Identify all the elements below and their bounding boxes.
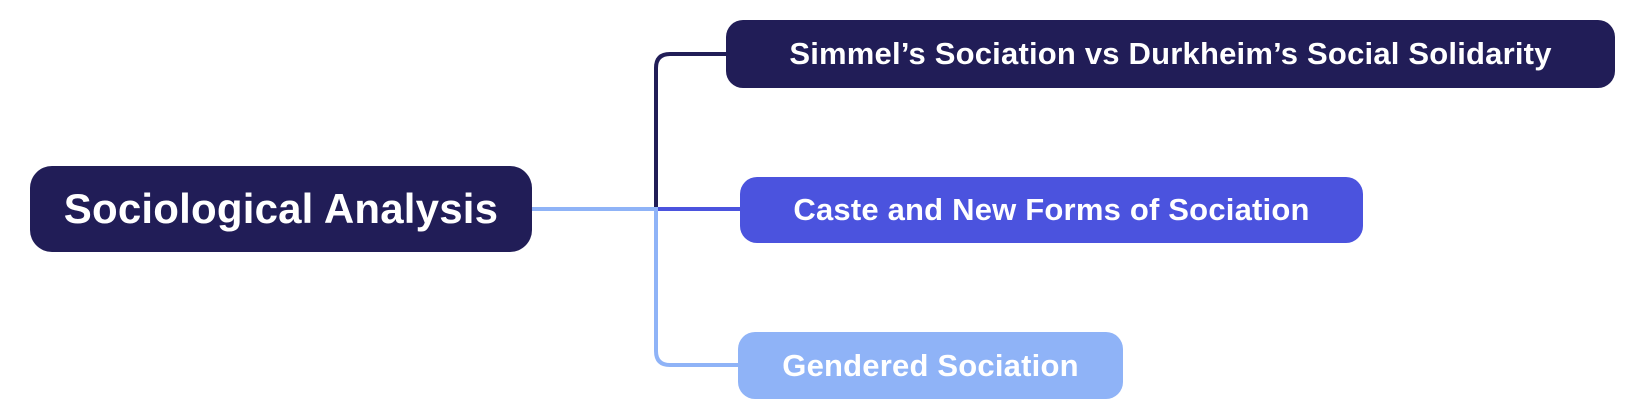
connector-branch-3: [654, 207, 742, 367]
child-node-label: Simmel’s Sociation vs Durkheim’s Social …: [789, 36, 1552, 71]
child-node-simmel-vs-durkheim[interactable]: Simmel’s Sociation vs Durkheim’s Social …: [726, 20, 1615, 88]
child-node-gendered-sociation[interactable]: Gendered Sociation: [738, 332, 1123, 399]
root-node-label: Sociological Analysis: [63, 185, 499, 232]
child-node-caste-new-forms[interactable]: Caste and New Forms of Sociation: [740, 177, 1363, 243]
child-node-label: Caste and New Forms of Sociation: [793, 192, 1310, 227]
connector-branch-1: [654, 52, 732, 211]
child-node-label: Gendered Sociation: [782, 347, 1079, 383]
root-node-sociological-analysis[interactable]: Sociological Analysis: [30, 166, 532, 252]
